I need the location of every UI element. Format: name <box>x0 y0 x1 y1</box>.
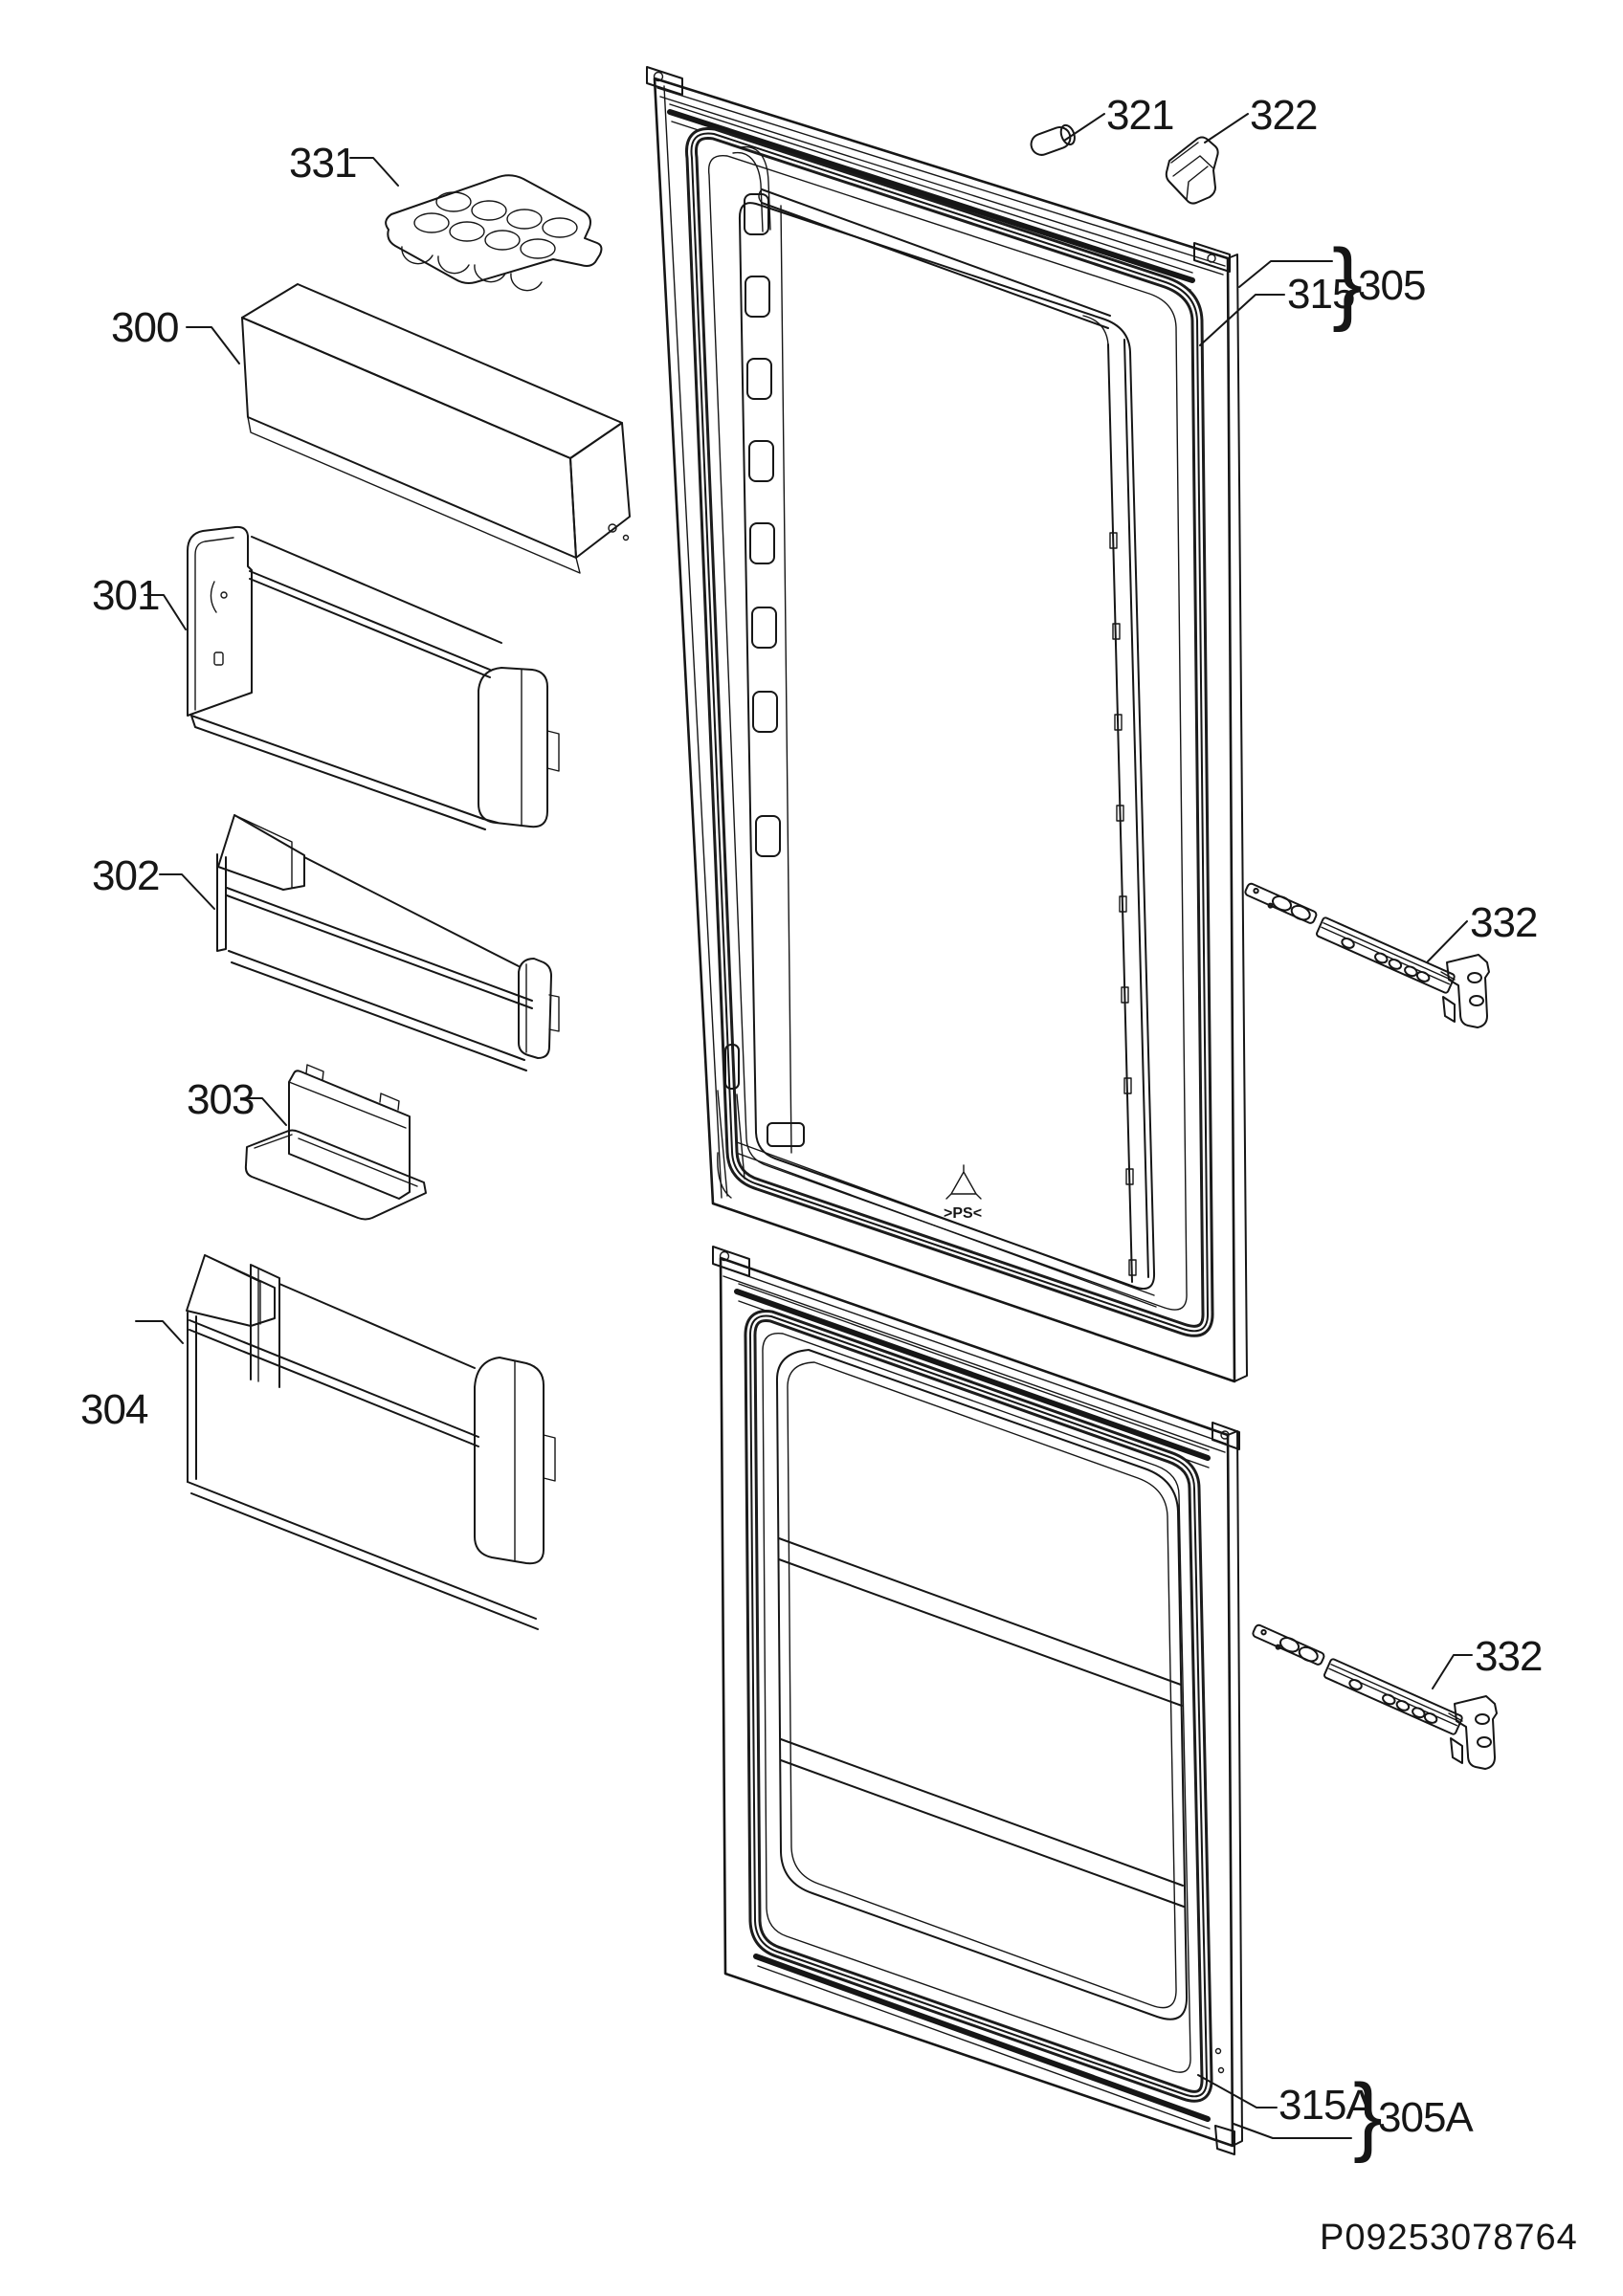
part-label-301: 301 <box>92 572 159 619</box>
part-label-302: 302 <box>92 852 159 899</box>
shelf-slot-column <box>744 193 781 857</box>
part-label-304: 304 <box>80 1386 148 1433</box>
flap-cover-300 <box>241 283 631 574</box>
part-label-331: 331 <box>289 140 356 187</box>
door-shelf-302 <box>216 814 560 1071</box>
small-tray-303 <box>244 1064 427 1221</box>
pillar-ticks <box>1109 532 1137 1276</box>
door-gasket-315A <box>744 1309 1213 2103</box>
freezer-inner-panel <box>775 1349 1189 2020</box>
recycle-symbol: >PS< <box>944 1164 982 1222</box>
recycle-code: >PS< <box>944 1205 982 1222</box>
brace-lower: } <box>1353 2066 1383 2164</box>
part-label-322: 322 <box>1250 92 1317 139</box>
part-label-315: 315 <box>1287 271 1354 318</box>
panel-rib-upper <box>778 1537 1183 1707</box>
slider-rail-332-lower <box>1247 1623 1498 1770</box>
pin-321 <box>1030 123 1076 156</box>
panel-rib-lower <box>780 1738 1185 1908</box>
part-label-332-upper: 332 <box>1470 899 1537 946</box>
brace-upper: } <box>1332 231 1363 333</box>
door-gasket-315 <box>685 127 1214 1337</box>
hinge-cap-top-right <box>1212 1422 1240 1450</box>
part-label-332-lower: 332 <box>1475 1633 1542 1680</box>
egg-cups <box>401 191 578 292</box>
part-label-315A: 315A <box>1278 2082 1374 2129</box>
part-label-305: 305 <box>1358 262 1425 309</box>
slider-rail-332-upper <box>1239 881 1490 1028</box>
freezer-door-assembly-305A <box>712 1246 1243 2155</box>
part-label-305A: 305A <box>1378 2094 1474 2141</box>
fridge-door-assembly-305: >PS< <box>646 66 1248 1383</box>
document-number: P09253078764 <box>1320 2218 1578 2258</box>
door-shelf-301 <box>187 525 560 830</box>
leader-lines <box>135 113 1473 2139</box>
part-label-300: 300 <box>111 304 178 351</box>
part-label-321: 321 <box>1106 92 1173 139</box>
hinge-cap-top-right <box>1193 242 1231 273</box>
door-shelf-304 <box>186 1254 556 1630</box>
end-cap-322 <box>1165 136 1219 205</box>
door-foot-bracket <box>1214 2125 1235 2155</box>
door-inner-liner: >PS< <box>717 145 1157 1308</box>
hinge-cap-top-left <box>646 66 683 96</box>
part-label-303: 303 <box>187 1076 254 1123</box>
egg-tray-331 <box>385 174 603 292</box>
